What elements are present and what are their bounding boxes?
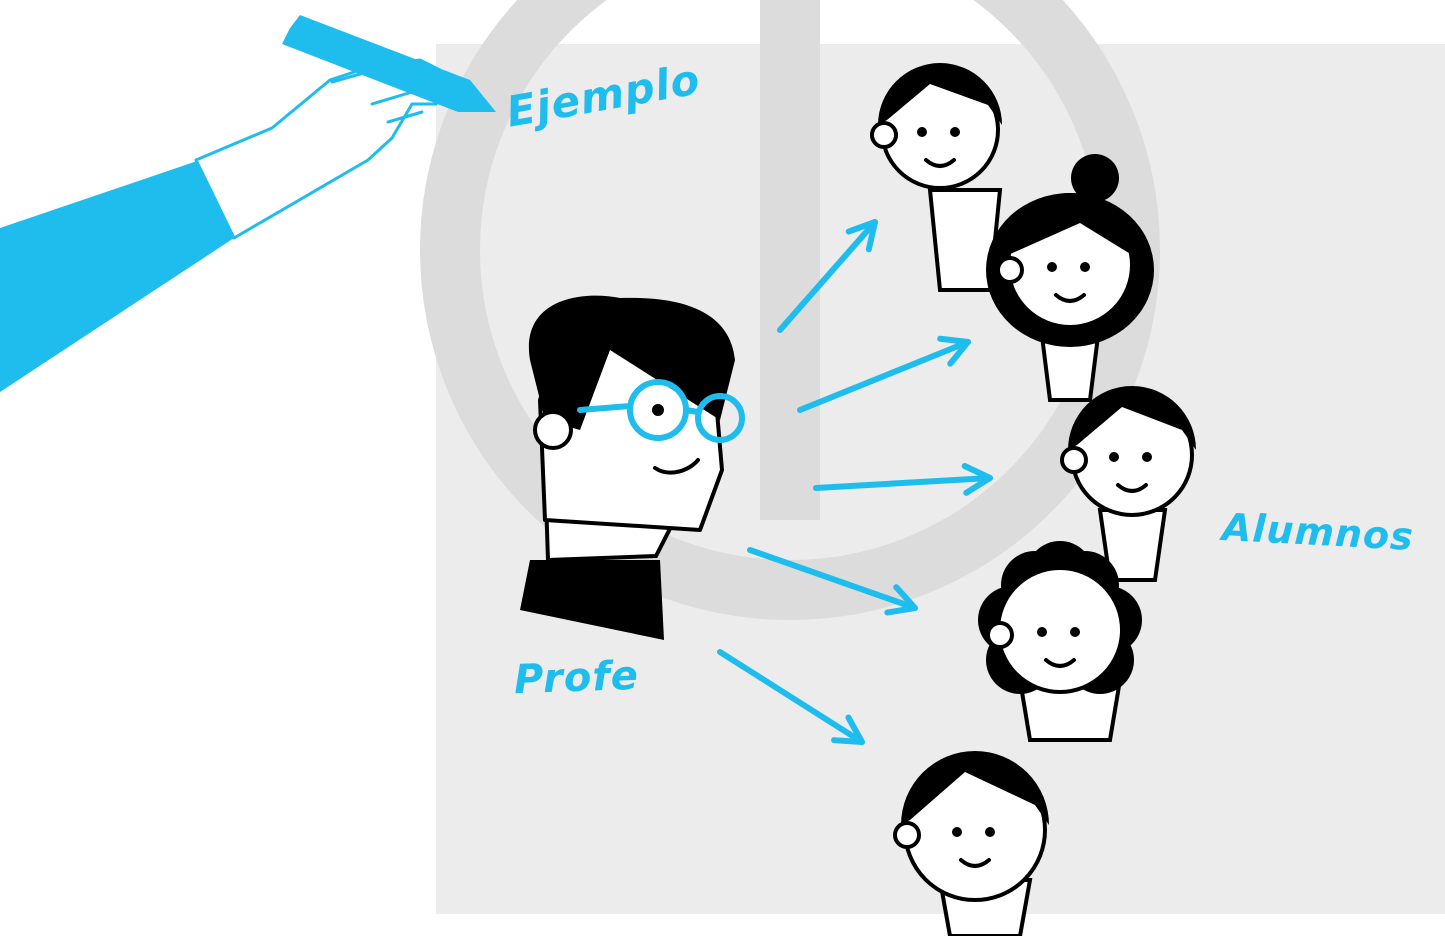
marker bbox=[282, 15, 496, 112]
teacher-mouth bbox=[653, 458, 700, 475]
arrow-icon bbox=[813, 463, 993, 496]
teacher-glasses-right bbox=[695, 393, 745, 443]
teacher-sweater bbox=[520, 560, 664, 640]
student-face-icon bbox=[893, 751, 1049, 936]
student-face-icon bbox=[870, 63, 1003, 292]
teacher-glasses-bridge bbox=[577, 403, 701, 415]
student-face-icon bbox=[1060, 386, 1196, 582]
arrow-icon bbox=[797, 335, 971, 413]
teacher-ear bbox=[533, 410, 573, 450]
arrow-icon bbox=[717, 649, 865, 745]
student-face-icon bbox=[978, 541, 1142, 742]
arrow-icon bbox=[777, 219, 878, 333]
teacher-label: Profe bbox=[513, 652, 640, 704]
sleeve bbox=[0, 160, 234, 392]
student-face-icon bbox=[986, 154, 1154, 402]
teacher-eye bbox=[652, 404, 664, 416]
fingers bbox=[330, 64, 424, 124]
arrow-icon bbox=[747, 547, 918, 616]
